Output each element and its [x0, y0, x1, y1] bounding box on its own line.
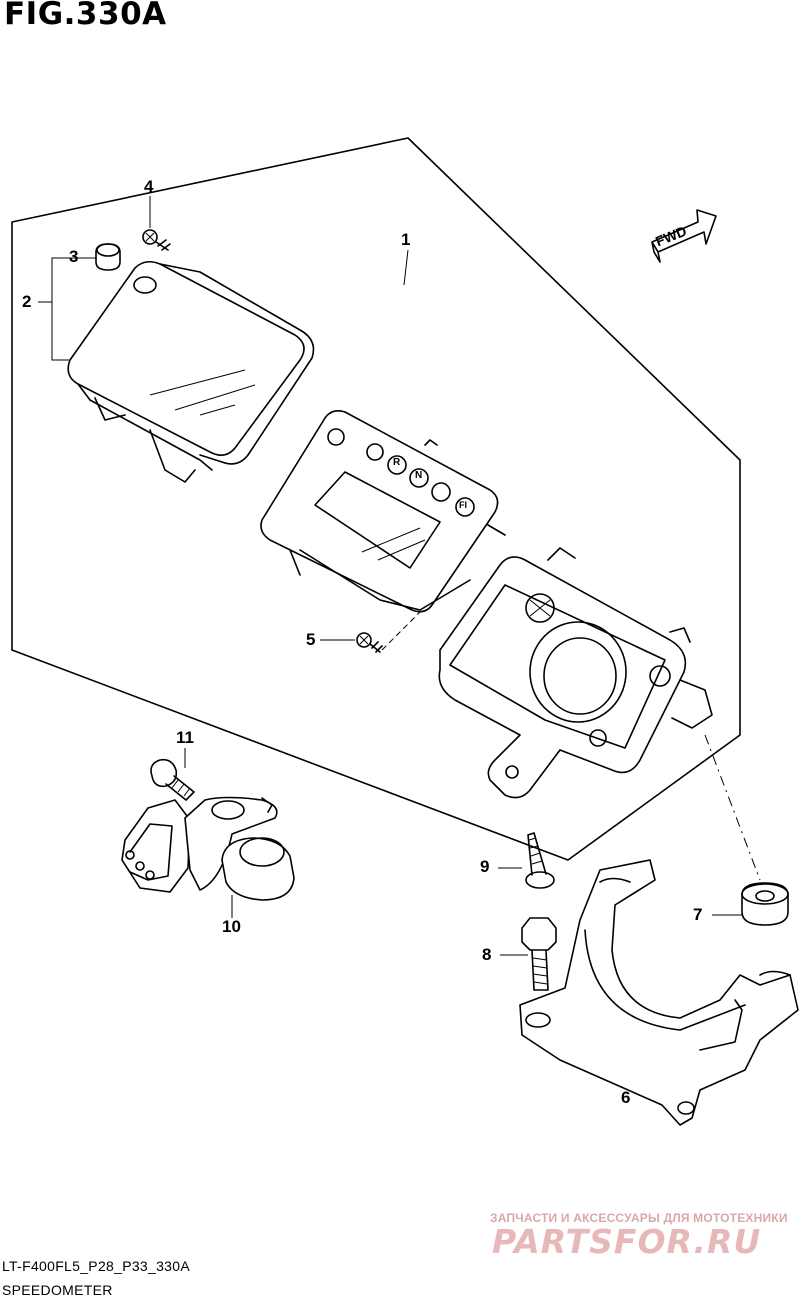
screw-part-4 [142, 229, 171, 251]
leader-lines [38, 196, 761, 1088]
meter-cover-part-2 [67, 260, 315, 483]
indicator-letter-r: R [393, 457, 401, 468]
callout-4: 4 [144, 177, 154, 196]
watermark-logo: PARTSFOR.RU [492, 1222, 762, 1261]
lcd-panel [260, 410, 506, 613]
assembly-boundary [11, 137, 741, 861]
callout-9: 9 [480, 857, 490, 876]
indicator-letter-n: N [415, 470, 423, 481]
bolt-part-8 [521, 917, 557, 991]
screw-part-5 [356, 632, 383, 653]
diagram-name: SPEEDOMETER [2, 1282, 113, 1298]
indicator-letter-fi: FI [459, 500, 467, 510]
speed-sensor-part-10 [121, 796, 295, 901]
screw-part-9 [525, 832, 555, 889]
diagram-code: LT-F400FL5_P28_P33_330A [2, 1258, 190, 1274]
fwd-arrow [651, 209, 717, 263]
callout-10: 10 [222, 917, 241, 936]
watermark-tagline: ЗАПЧАСТИ И АКСЕССУАРЫ ДЛЯ МОТОТЕХНИКИ [490, 1211, 788, 1225]
meter-housing [438, 547, 713, 799]
callout-7: 7 [693, 905, 703, 924]
callout-2: 2 [22, 292, 32, 311]
callout-11: 11 [176, 728, 194, 747]
callout-5: 5 [306, 630, 316, 649]
callout-8: 8 [482, 945, 492, 964]
callout-1: 1 [401, 230, 411, 249]
grommet-part-7 [741, 882, 789, 926]
figure-title: FIG.330A [4, 0, 167, 32]
bolt-part-11 [150, 758, 195, 801]
callout-6: 6 [621, 1088, 631, 1107]
knob-part-3 [95, 243, 121, 271]
bracket-part-6 [519, 859, 799, 1126]
callout-3: 3 [69, 247, 79, 266]
